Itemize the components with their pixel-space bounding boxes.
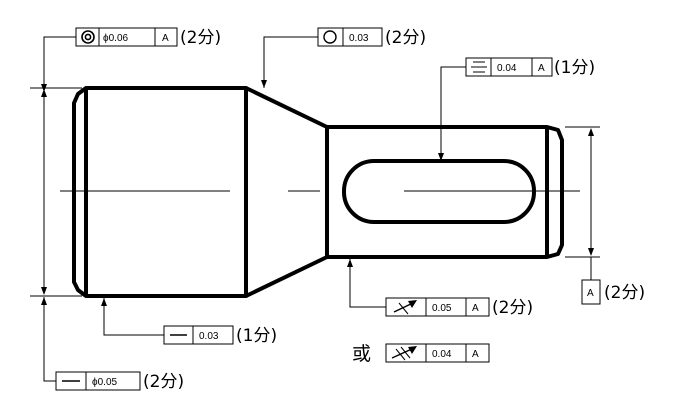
roundness-score: (2分) — [385, 28, 426, 48]
total-runout-icon — [391, 346, 417, 361]
circular-runout-icon — [393, 300, 417, 315]
circularity-icon — [323, 30, 337, 44]
roundness-callout: 0.03 (2分) — [261, 27, 426, 88]
coaxiality-score: (2分) — [180, 28, 221, 48]
coaxiality-datum: A — [162, 33, 169, 44]
datum-letter: A — [587, 288, 594, 299]
coaxiality-callout: ϕ0.06 A (2分) — [41, 27, 221, 92]
straightness-surface-score: (1分) — [236, 326, 277, 346]
circular-runout-callout: 0.05 A (2分) — [347, 259, 533, 318]
or-label: 或 — [352, 343, 371, 365]
straightness-surface-callout: 0.03 (1分) — [101, 298, 277, 346]
straightness-axis-tolerance: ϕ0.05 — [92, 377, 118, 388]
datum-feature-callout: A (2分) — [581, 279, 645, 305]
right-dimension — [565, 126, 600, 280]
total-runout-tolerance: 0.04 — [432, 349, 452, 360]
straightness-axis-callout: ϕ0.05 (2分) — [41, 297, 184, 392]
circular-runout-datum: A — [472, 303, 479, 314]
left-dimension — [30, 87, 82, 297]
symmetry-tolerance: 0.04 — [497, 63, 517, 74]
datum-score: (2分) — [604, 283, 645, 303]
symmetry-score: (1分) — [554, 58, 595, 78]
symmetry-callout: 0.04 A (1分) — [438, 57, 595, 161]
coaxiality-icon — [81, 30, 95, 44]
total-runout-callout: 或 0.04 A — [352, 343, 490, 365]
circular-runout-tolerance: 0.05 — [432, 303, 452, 314]
straightness-surface-tolerance: 0.03 — [199, 331, 219, 342]
total-runout-datum: A — [472, 349, 479, 360]
shaft-outline — [72, 86, 564, 298]
symmetry-datum: A — [538, 63, 545, 74]
circular-runout-score: (2分) — [492, 298, 533, 318]
coaxiality-tolerance: ϕ0.06 — [103, 33, 129, 44]
straightness-axis-score: (2分) — [143, 372, 184, 392]
symmetry-icon — [471, 61, 487, 73]
roundness-tolerance: 0.03 — [349, 33, 369, 44]
